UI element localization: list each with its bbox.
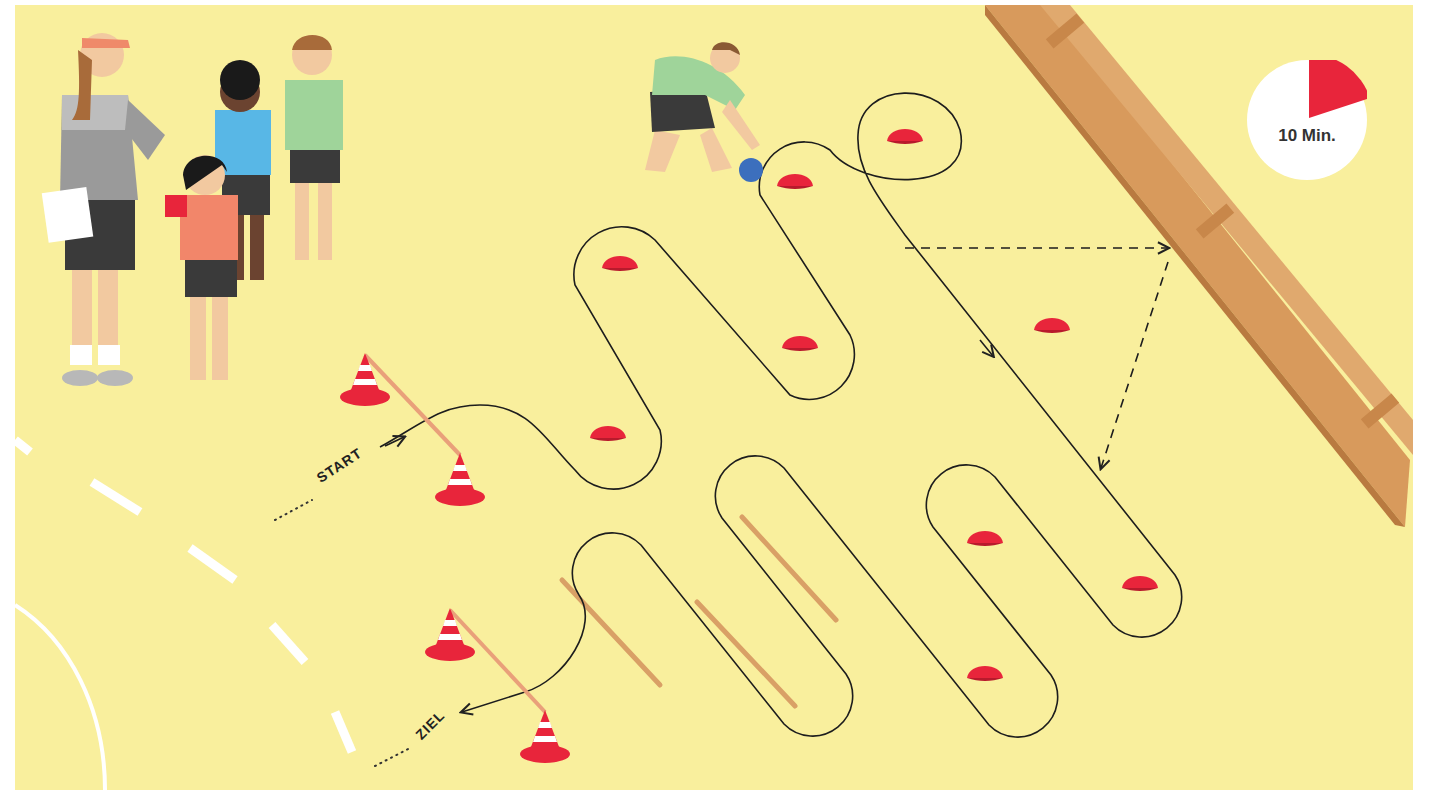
- gates: [340, 353, 570, 763]
- dome-markers: [590, 129, 1158, 681]
- timer-text: 10 Min.: [1247, 126, 1367, 146]
- dotted-lines: [275, 500, 410, 766]
- kids: [165, 35, 343, 380]
- pass-lines: [905, 248, 1168, 468]
- course-path: [380, 93, 1182, 737]
- direction-arrow: [980, 340, 993, 356]
- timer-badge: 10 Min.: [1247, 60, 1367, 180]
- bench: [985, 5, 1413, 527]
- timer-shape: [1247, 60, 1367, 180]
- player-dribbling: [645, 42, 763, 182]
- teacher: [42, 33, 165, 386]
- court-lines: [15, 440, 352, 790]
- timer-wedge: [1309, 60, 1367, 118]
- rods: [562, 517, 836, 706]
- start-arrow: [385, 437, 404, 446]
- ground: [15, 5, 1413, 790]
